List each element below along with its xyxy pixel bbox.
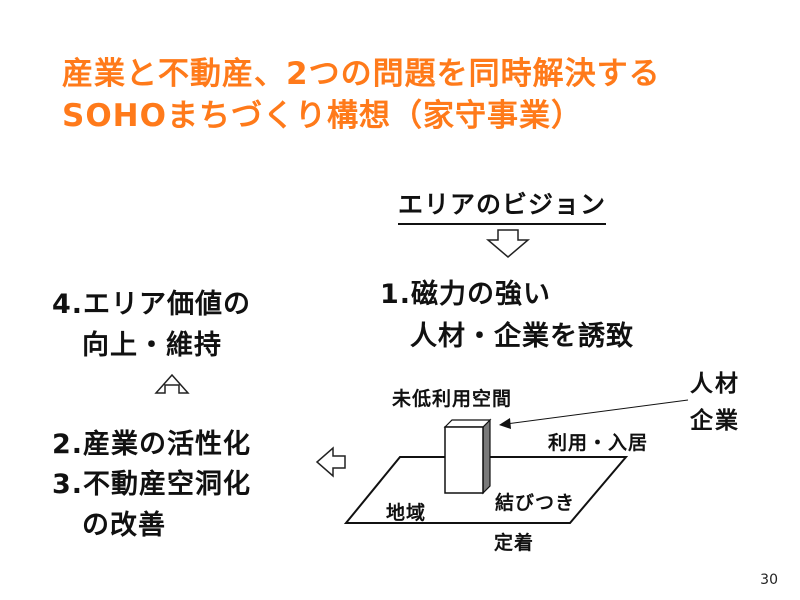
- building-front: [444, 426, 484, 494]
- inflow-arrowhead-icon: [499, 418, 511, 429]
- up-arrow-icon: [154, 373, 190, 394]
- inflow-arrow-line: [505, 399, 689, 425]
- slide-title-line1: 産業と不動産、2つの問題を同時解決する: [62, 56, 661, 92]
- vision-item1-line2: 人材・企業を誘致: [410, 321, 634, 352]
- area-vision-heading: エリアのビジョン: [398, 185, 607, 225]
- building-top: [443, 419, 492, 428]
- label-settle: 定着: [494, 532, 535, 554]
- left-arrow-icon: [315, 446, 346, 478]
- label-unused-space: 未低利用空間: [392, 388, 513, 410]
- left-item3-line2: の改善: [82, 510, 166, 541]
- left-item3-line1: 3.不動産空洞化: [52, 469, 252, 500]
- label-company: 企業: [690, 408, 740, 434]
- down-arrow-icon: [485, 229, 531, 258]
- slide-title-line2: SOHOまちづくり構想（家守事業）: [62, 98, 583, 134]
- label-use-move-in: 利用・入居: [548, 432, 649, 454]
- page-number: 30: [760, 572, 778, 588]
- label-connect: 結びつき: [495, 492, 576, 514]
- label-talent: 人材: [690, 371, 740, 397]
- left-item2: 2.産業の活性化: [52, 429, 252, 460]
- vision-item1-line1: 1.磁力の強い: [380, 279, 552, 310]
- building-side: [482, 418, 491, 495]
- left-item4-line2: 向上・維持: [82, 330, 222, 361]
- left-item4-line1: 4.エリア価値の: [52, 289, 252, 320]
- label-region: 地域: [386, 502, 427, 524]
